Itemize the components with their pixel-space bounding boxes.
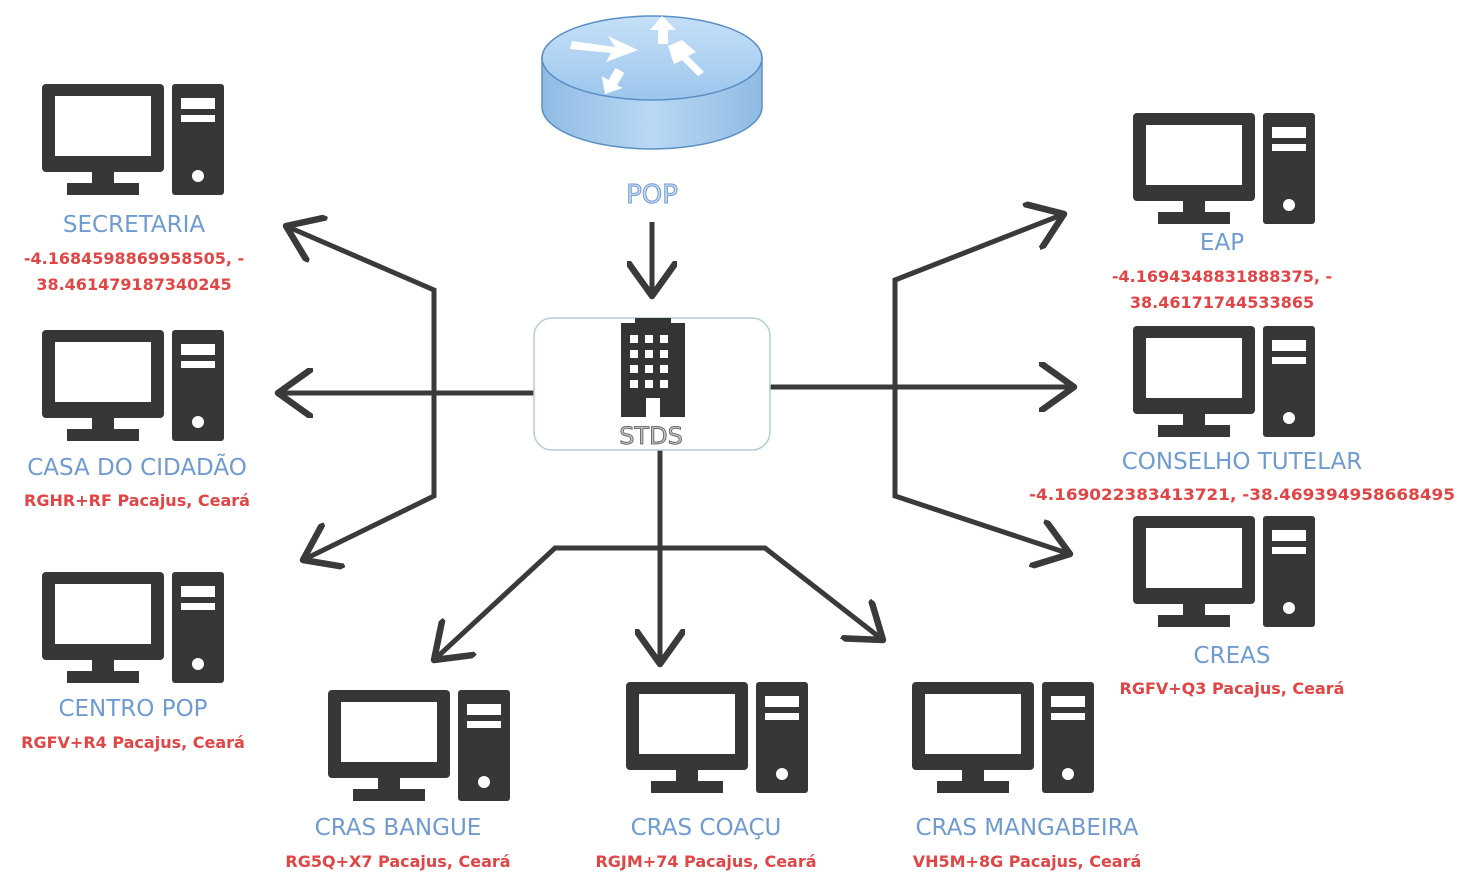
node-address-line-1: RG5Q+X7 Pacajus, Ceará (285, 852, 510, 871)
link-trunk-right (770, 214, 1064, 390)
computer-icon (912, 682, 1094, 793)
node-label: CRAS MANGABEIRA (916, 815, 1139, 841)
node-address-line-1: VH5M+8G Pacajus, Ceará (913, 852, 1142, 871)
node-address-line-1: RGFV+R4 Pacajus, Ceará (21, 733, 245, 752)
node-eap[interactable]: EAP -4.1694348831888375, - 38.4617174453… (1112, 113, 1332, 312)
node-centro-pop[interactable]: CENTRO POP RGFV+R4 Pacajus, Ceará (21, 572, 245, 752)
node-label: CRAS BANGUE (315, 815, 482, 841)
node-address-line-1: RGJM+74 Pacajus, Ceará (595, 852, 816, 871)
node-label: CREAS (1194, 643, 1271, 669)
computer-icon (1133, 113, 1315, 224)
node-cras-bangue[interactable]: CRAS BANGUE RG5Q+X7 Pacajus, Ceará (285, 690, 511, 871)
router-pop[interactable]: POP (541, 15, 763, 211)
node-address-line-1: -4.1694348831888375, - (1112, 267, 1332, 286)
node-label: CASA DO CIDADÃO (27, 453, 247, 481)
node-address-line-1: -4.1684598869958505, - (24, 249, 244, 268)
links (278, 214, 1074, 664)
node-casa-do-cidadao[interactable]: CASA DO CIDADÃO RGHR+RF Pacajus, Ceará (24, 330, 250, 510)
hub-stds[interactable]: STDS (533, 317, 771, 451)
node-label: SECRETARIA (63, 212, 205, 238)
node-label: CENTRO POP (58, 696, 207, 722)
node-address-line-1: -4.169022383413721, -38.469394958668495 (1029, 485, 1455, 504)
computer-icon (42, 572, 224, 683)
building-icon (621, 318, 685, 417)
node-secretaria[interactable]: SECRETARIA -4.1684598869958505, - 38.461… (24, 84, 244, 294)
link-to-centro-pop (303, 393, 437, 560)
link-trunk-left (286, 226, 534, 396)
node-address-line-1: RGHR+RF Pacajus, Ceará (24, 491, 250, 510)
router-label: POP (626, 180, 678, 210)
computer-icon (42, 84, 224, 195)
hub-label: STDS (619, 422, 683, 450)
node-address-line-2: 38.461479187340245 (36, 275, 231, 294)
node-conselho-tutelar[interactable]: CONSELHO TUTELAR -4.169022383413721, -38… (1029, 326, 1455, 504)
computer-icon (42, 330, 224, 441)
link-to-cras-bangue (434, 545, 660, 660)
node-label: CONSELHO TUTELAR (1122, 449, 1363, 475)
node-address-line-1: RGFV+Q3 Pacajus, Ceará (1120, 679, 1345, 698)
node-creas[interactable]: CREAS RGFV+Q3 Pacajus, Ceará (1120, 516, 1345, 698)
router-icon (541, 15, 763, 150)
computer-icon (1133, 326, 1315, 437)
node-label: CRAS COAÇU (631, 815, 782, 841)
link-to-creas (892, 387, 1070, 554)
node-cras-coacu[interactable]: CRAS COAÇU RGJM+74 Pacajus, Ceará (595, 682, 817, 871)
link-to-cras-mangabeira (660, 545, 883, 640)
node-address-line-2: 38.46171744533865 (1130, 293, 1314, 312)
computer-icon (1133, 516, 1315, 627)
node-label: EAP (1200, 230, 1244, 256)
computer-icon (626, 682, 808, 793)
node-cras-mangabeira[interactable]: CRAS MANGABEIRA VH5M+8G Pacajus, Ceará (912, 682, 1141, 871)
computer-icon (328, 690, 510, 801)
